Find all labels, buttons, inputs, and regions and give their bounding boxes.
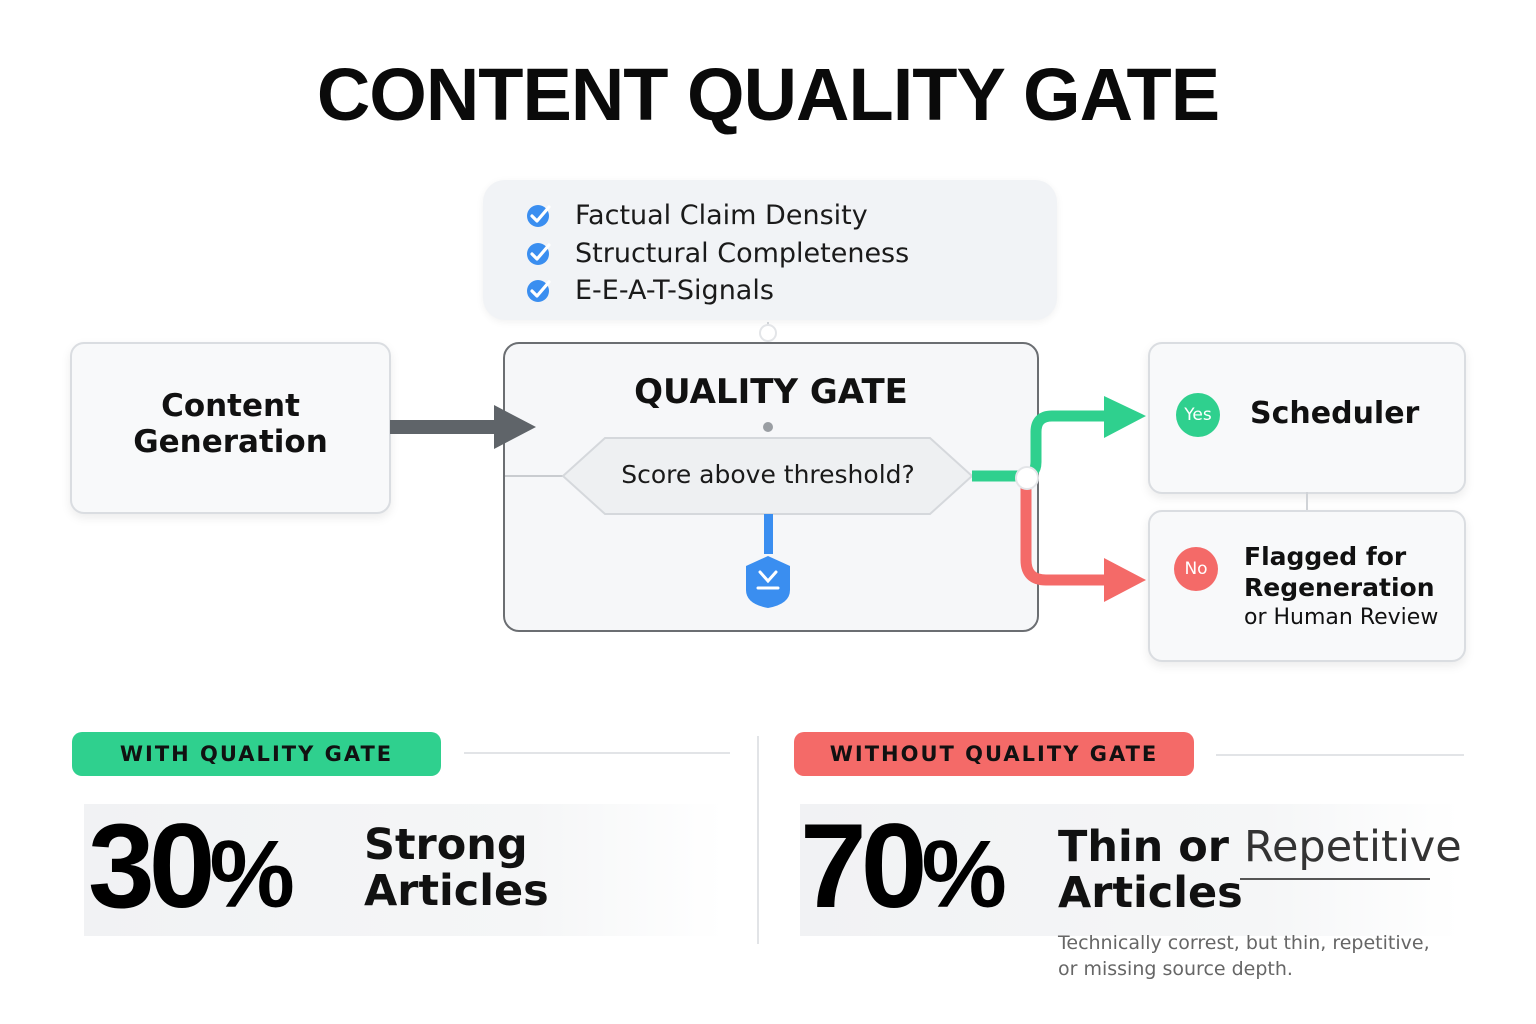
with-gate-label-line2: Articles: [364, 866, 549, 916]
criteria-label: Factual Claim Density: [575, 199, 868, 231]
decision-top-dot: [763, 422, 773, 432]
criteria-item: Structural Completeness: [525, 236, 909, 270]
flagged-label-line3: or Human Review: [1244, 605, 1439, 630]
without-gate-note-line2: or missing source depth.: [1058, 958, 1293, 980]
with-gate-stat-panel: [84, 804, 724, 936]
without-gate-stat-panel: [800, 804, 1460, 936]
with-gate-percentage: 30%: [88, 799, 295, 933]
without-gate-label-line2: Articles: [1058, 868, 1243, 918]
without-gate-pill: WITHOUT QUALITY GATE: [794, 732, 1194, 776]
no-branch-line: [1020, 480, 1108, 586]
flagged-label-line1: Flagged for: [1244, 542, 1407, 571]
divider-line: [1216, 754, 1464, 756]
check-circle-icon: [527, 243, 551, 265]
criteria-label: E-E-A-T-Signals: [575, 274, 774, 306]
shield-glyph: [756, 570, 780, 590]
without-gate-percentage: 70%: [800, 799, 1007, 933]
connector-dot: [759, 324, 777, 342]
with-gate-pill: WITH QUALITY GATE: [72, 732, 441, 776]
quality-gate-title: QUALITY GATE: [634, 372, 908, 412]
content-generation-label: Content Generation: [133, 388, 328, 460]
no-badge: No: [1174, 547, 1218, 591]
yes-badge: Yes: [1176, 393, 1220, 437]
without-gate-note-line1: Technically correst, but thin, repetitiv…: [1058, 932, 1430, 954]
gray-arrow-shaft: [390, 420, 498, 434]
content-generation-node: Content Generation: [70, 342, 391, 514]
divider-line: [464, 752, 730, 754]
page-title: CONTENT QUALITY GATE: [316, 53, 1220, 136]
criteria-label: Structural Completeness: [575, 237, 910, 269]
check-circle-icon: [527, 280, 551, 302]
yes-arrow-head: [1104, 396, 1146, 438]
without-gate-label-line1: Thin or Repetitive: [1058, 822, 1462, 872]
criteria-item: Factual Claim Density: [525, 198, 868, 232]
branch-junction: [1015, 466, 1039, 490]
criteria-item: E-E-A-T-Signals: [525, 273, 774, 307]
with-gate-label-line1: Strong: [364, 820, 528, 870]
gray-arrow-head: [494, 405, 536, 449]
section-divider: [757, 736, 759, 944]
underline-accent: [1240, 878, 1430, 880]
flagged-label-line2: Regeneration: [1244, 573, 1435, 602]
no-arrow-head: [1104, 558, 1146, 602]
criteria-panel: [483, 180, 1057, 320]
scheduler-label: Scheduler: [1250, 396, 1420, 431]
check-circle-icon: [527, 205, 551, 227]
blue-output-line: [764, 514, 773, 554]
yes-branch-line: [972, 410, 1108, 482]
decision-label: Score above threshold?: [621, 460, 915, 489]
